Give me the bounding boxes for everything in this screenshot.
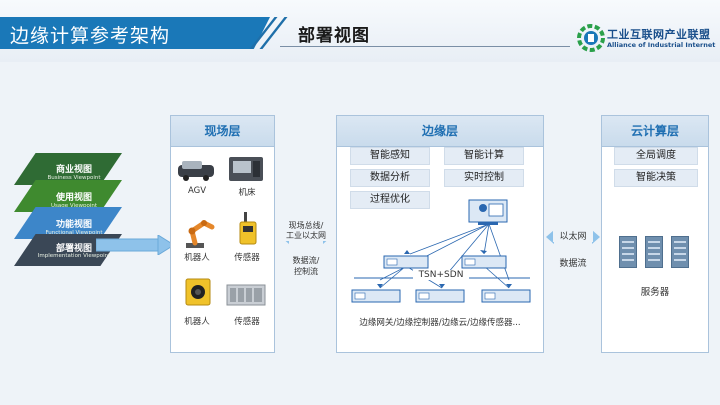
camera-icon: [183, 277, 213, 313]
cloud-layer-title: 云计算层: [602, 116, 708, 147]
tag-data-analysis: 数据分析: [350, 169, 430, 187]
tsn-sdn-label: TSN+SDN: [413, 270, 469, 280]
device-label-agv: AGV: [172, 186, 222, 196]
server-rack-icon: [619, 236, 695, 276]
tag-smart-sensing: 智能感知: [350, 147, 430, 165]
io-module-icon: [226, 283, 266, 311]
device-label-machine: 机床: [222, 186, 272, 198]
fieldbus-label: 现场总线/ 工业以太网: [276, 221, 336, 241]
field-layer-title: 现场层: [171, 116, 274, 147]
tag-global-scheduling: 全局调度: [614, 147, 698, 165]
data-control-flow-label: 数据流/ 控制流: [276, 255, 336, 277]
edge-devices-caption: 边缘网关/边缘控制器/边缘云/边缘传感器...: [340, 316, 540, 328]
arrow-to-field-icon: [96, 235, 176, 259]
ethernet-label: 以太网: [553, 229, 593, 242]
heading-underline: [280, 46, 570, 47]
layer-functional-label: 功能视图: [20, 217, 128, 230]
layer-usage-label: 使用视图: [20, 190, 128, 203]
device-label-sensor-2: 传感器: [222, 315, 272, 327]
robot-arm-icon: [178, 213, 218, 253]
server-label: 服务器: [625, 284, 685, 298]
data-flow-label: 数据流: [549, 256, 597, 269]
alliance-logo-icon: [577, 24, 605, 56]
logo-text-en: Alliance of Industrial Internet: [607, 41, 715, 49]
machine-tool-icon: [228, 155, 264, 187]
edge-network-diagram: [344, 196, 540, 316]
edge-layer-title: 边缘层: [337, 116, 543, 147]
page-heading: 部署视图: [298, 21, 370, 46]
main-title: 边缘计算参考架构: [10, 21, 170, 48]
device-label-robot: 机器人: [172, 251, 222, 263]
tag-smart-computing: 智能计算: [444, 147, 524, 165]
logo-text-cn: 工业互联网产业联盟: [607, 26, 711, 42]
sensor-icon: [238, 212, 258, 252]
device-label-robot-2: 机器人: [172, 315, 222, 327]
layer-business-label: 商业视图: [20, 162, 128, 175]
device-label-sensor: 传感器: [222, 251, 272, 263]
tag-smart-decision: 智能决策: [614, 169, 698, 187]
agv-icon: [176, 157, 216, 187]
tag-realtime-control: 实时控制: [444, 169, 524, 187]
